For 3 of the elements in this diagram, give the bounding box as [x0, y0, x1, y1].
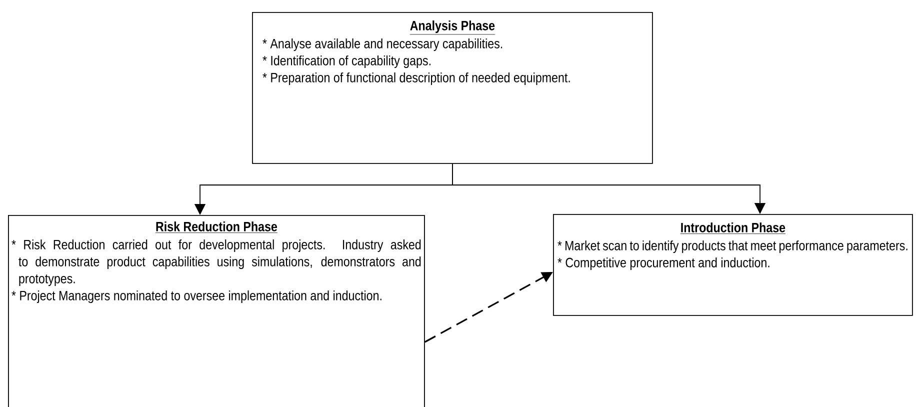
phase-box: Introduction Phase * Market scan to identify products that meet performance parameters. * Competitive procurement and induction.	[553, 214, 913, 316]
phase-box: Analysis Phase * Analyse available and necessary capabilities. * Identification of capability gaps. * Preparation of functional description of needed equipment.	[252, 12, 653, 164]
phase-box: Risk Reduction Phase * Risk Reduction carried out for developmental projects. Industry asked to demonstrate product capabilities using simulations, demonstrators and prototypes. * Project Managers nominated to oversee implementation and induction.	[8, 215, 425, 407]
